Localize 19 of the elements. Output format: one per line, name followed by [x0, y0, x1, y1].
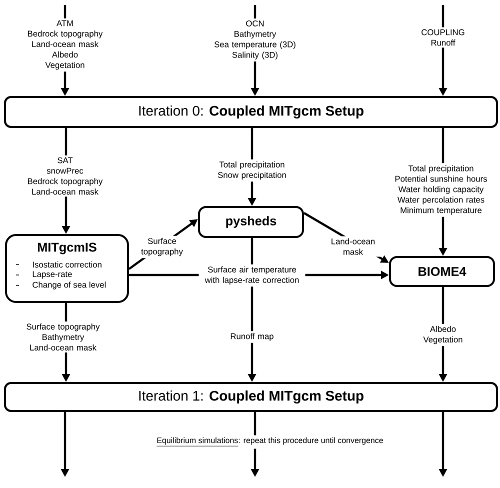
- edge-label: Total precipitation Snow precipitation: [212, 159, 292, 182]
- list-item: Lapse-rate: [32, 271, 72, 279]
- edge-label: Total precipitation Potential sunshine hours Water holding capacity Water percolation rates Minimum temperature: [388, 163, 494, 217]
- edge-label: Albedo Vegetation: [418, 324, 468, 346]
- model-box: pysheds: [198, 206, 304, 238]
- list-item: Change of sea level: [32, 282, 106, 290]
- edge-label: Surface air temperature with lapse-rate correction: [198, 264, 306, 287]
- edge-label: COUPLING Runoff: [416, 27, 470, 48]
- edge-label: Land-ocean mask: [326, 236, 380, 257]
- setup-box: Iteration 0: Coupled MITgcm Setup: [4, 96, 498, 128]
- edge-label: Runoff map: [226, 331, 278, 343]
- list-item: Isostatic correction: [32, 261, 102, 268]
- edge-label: OCN Bathymetry Sea temperature (3D) Salinity (3D): [208, 18, 302, 62]
- setup-box: Iteration 1: Coupled MITgcm Setup: [4, 382, 498, 412]
- edge-label: SAT snowPrec Bedrock topography Land-ocean mask: [22, 155, 108, 197]
- edge-label: Surface topography Bathymetry Land-ocean mask: [20, 321, 106, 353]
- edge-label: ATM Bedrock topography Land-ocean mask Albedo Vegetation: [22, 18, 108, 72]
- model-box: BIOME4: [389, 256, 495, 287]
- edge-label: Surface topography: [136, 236, 188, 258]
